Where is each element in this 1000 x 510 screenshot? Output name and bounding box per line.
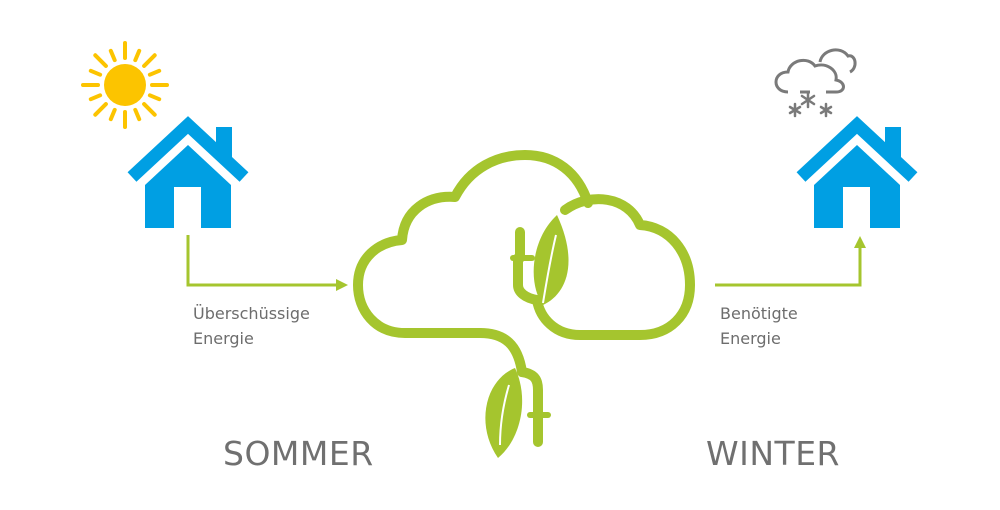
season-winter: WINTER	[706, 434, 840, 473]
leaf-icon-top	[533, 215, 569, 305]
sun-ray	[88, 93, 103, 102]
required-energy-line2: Energie	[720, 329, 781, 348]
season-summer: SOMMER	[223, 434, 374, 473]
sun-ray	[133, 107, 142, 122]
snow-cloud-icon	[774, 48, 857, 118]
sun-ray	[147, 68, 162, 77]
sun-ray	[93, 102, 108, 117]
arrow-required-energy	[715, 236, 866, 287]
sun-ray	[93, 53, 108, 68]
house-icon-summer	[132, 125, 244, 228]
required-energy-line1: Benötigte	[720, 304, 798, 323]
arrow-surplus-energy	[186, 235, 348, 291]
leaf-icon-bottom	[485, 368, 523, 458]
sun-ray	[133, 48, 142, 63]
house-icon-winter	[801, 125, 913, 228]
sun-icon	[81, 41, 169, 129]
required-energy-label: Benötigte Energie	[720, 301, 798, 351]
surplus-energy-line2: Energie	[193, 329, 254, 348]
sun-ray	[142, 53, 157, 68]
green-cloud-plug-icon	[353, 150, 695, 447]
sun-ray	[142, 102, 157, 117]
sun-ray	[108, 107, 117, 122]
sun-ray	[88, 68, 103, 77]
surplus-energy-label: Überschüssige Energie	[193, 301, 310, 351]
sun-ray	[147, 93, 162, 102]
surplus-energy-line1: Überschüssige	[193, 304, 310, 323]
sun-ray	[108, 48, 117, 63]
